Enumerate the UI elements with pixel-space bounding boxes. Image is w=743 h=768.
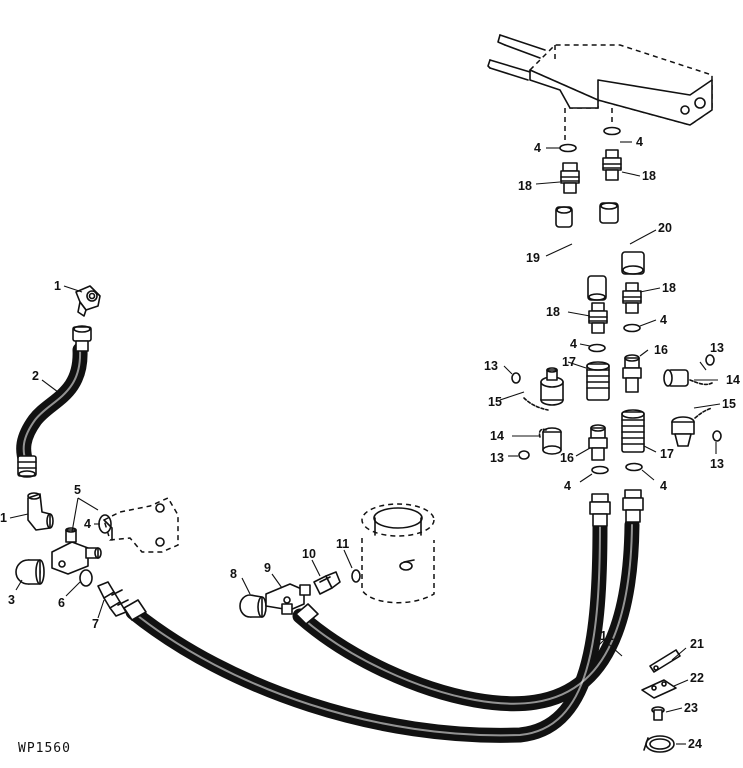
callout-14-a: 14 [490, 429, 504, 443]
hose-12-top-fittings [589, 489, 644, 527]
callout-4-left: 4 [84, 517, 91, 531]
callout-2: 2 [32, 369, 39, 383]
callout-4-b: 4 [636, 135, 643, 149]
callout-18-b: 18 [642, 169, 656, 183]
leader-lines [9, 141, 721, 745]
callout-20: 20 [658, 221, 672, 235]
callout-15-b: 15 [722, 397, 736, 411]
callout-4-c: 4 [570, 337, 577, 351]
clamp-22 [641, 679, 677, 699]
chain-parts [523, 379, 713, 438]
cap-8 [239, 594, 267, 618]
adapter-7 [97, 581, 129, 617]
callout-11: 11 [336, 537, 349, 551]
callout-6: 6 [58, 596, 65, 610]
callout-10: 10 [302, 547, 316, 561]
callout-9: 9 [264, 561, 271, 575]
hose-12-mid-fitting [295, 603, 319, 625]
callout-17-a: 17 [562, 355, 576, 369]
bolt-23 [651, 706, 665, 721]
callout-3: 3 [8, 593, 15, 607]
tee-9 [265, 583, 311, 615]
callout-4-e: 4 [564, 479, 571, 493]
o-ring-6 [79, 569, 93, 587]
hose-19-20-fittings [555, 202, 645, 301]
callout-16-b: 16 [560, 451, 574, 465]
callout-18-c: 18 [662, 281, 676, 295]
callout-4-a: 4 [534, 141, 541, 155]
hose-2-fittings [17, 325, 92, 478]
callout-24: 24 [688, 737, 702, 751]
coupler-16-17-parts [586, 354, 645, 461]
elbow-1-left [27, 492, 54, 531]
ring-13-parts [511, 354, 722, 460]
o-ring-11 [351, 569, 361, 583]
hose-12-left-fitting [123, 599, 147, 621]
callout-7: 7 [92, 617, 99, 631]
hose-19 [560, 224, 602, 283]
tank-housing [361, 503, 435, 604]
callout-labels: 1 2 1 3 5 4 6 7 8 9 10 11 12 4 4 18 18 1… [0, 135, 740, 751]
callout-16-a: 16 [654, 343, 668, 357]
callout-19: 19 [526, 251, 540, 265]
hose-2 [16, 342, 88, 470]
callout-4-f: 4 [660, 479, 667, 493]
elbow-1-top [75, 285, 101, 317]
callout-23: 23 [684, 701, 698, 715]
callout-4-d: 4 [660, 313, 667, 327]
callout-13-c: 13 [490, 451, 504, 465]
callout-14-b: 14 [726, 373, 740, 387]
clip-21 [649, 649, 681, 673]
callout-5: 5 [74, 483, 81, 497]
callout-1-top: 1 [54, 279, 61, 293]
callout-13-b: 13 [710, 341, 724, 355]
adapter-10 [313, 571, 341, 595]
hose-12-pair [125, 517, 640, 743]
callout-15-a: 15 [488, 395, 502, 409]
callout-8: 8 [230, 567, 237, 581]
dust-cap-15-parts [540, 367, 695, 447]
dust-cap-14-parts [542, 369, 689, 455]
callout-1-left: 1 [0, 511, 7, 525]
callout-21: 21 [690, 637, 704, 651]
hose-clamp-24 [643, 735, 675, 753]
callout-12: 12 [600, 629, 614, 643]
o-ring-4-parts [98, 126, 643, 534]
callout-13-a: 13 [484, 359, 498, 373]
valve-block [487, 34, 713, 140]
adapter-18-parts [560, 149, 642, 334]
callout-18-a: 18 [518, 179, 532, 193]
callout-17-b: 17 [660, 447, 674, 461]
cap-3 [15, 559, 45, 585]
callout-13-d: 13 [710, 457, 724, 471]
tee-5 [51, 527, 102, 575]
callout-18-d: 18 [546, 305, 560, 319]
figure-reference: WP1560 [18, 741, 71, 756]
callout-22: 22 [690, 671, 704, 685]
pump-housing [103, 497, 179, 553]
